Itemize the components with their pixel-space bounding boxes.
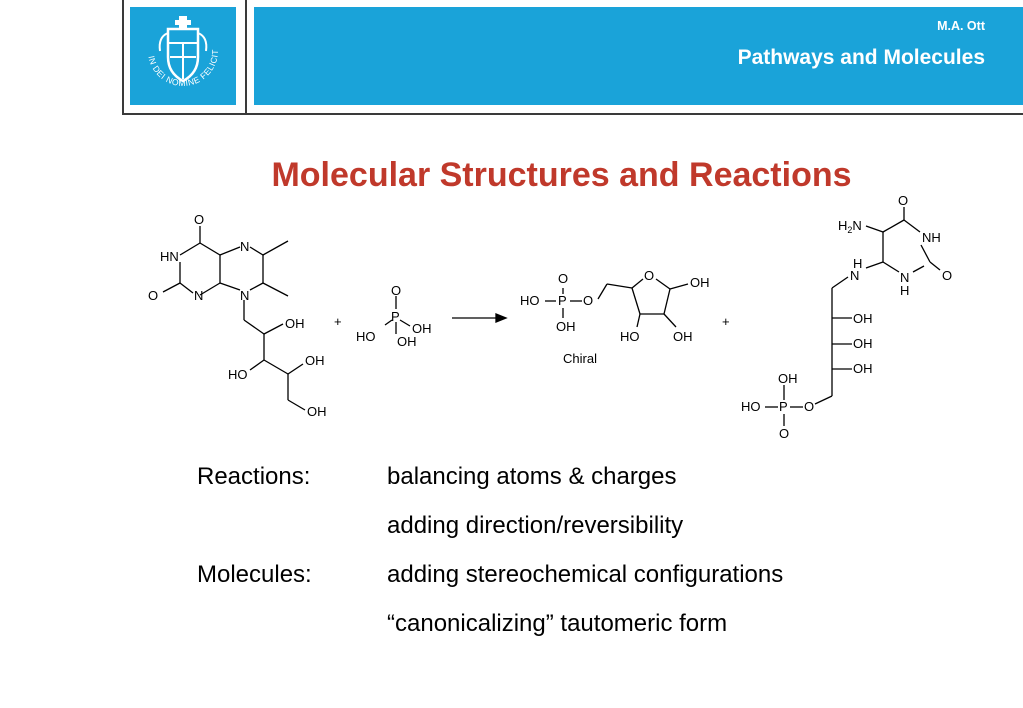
atom-label: O — [391, 283, 401, 298]
presentation-subtitle: Pathways and Molecules — [737, 46, 985, 69]
seal-icon: IN DEI NOMINE FELICITER — [127, 0, 220, 88]
atom-label: O — [804, 399, 814, 414]
amino-group-label: H2N — [838, 218, 862, 235]
note-description: adding stereochemical configurations — [387, 561, 784, 588]
atom-label: P — [558, 293, 567, 308]
atom-label: O — [779, 426, 789, 441]
atom-label: O — [194, 212, 204, 227]
atom-label: O — [898, 193, 908, 208]
atom-label: O — [942, 268, 952, 283]
phosphate-molecule: O P HO OH OH — [356, 283, 432, 349]
atom-label: OH — [556, 319, 576, 334]
atom-label: O — [558, 271, 568, 286]
atom-label: HO — [228, 367, 248, 382]
author-name: M.A. Ott — [937, 19, 985, 33]
atom-label: HN — [160, 249, 179, 264]
header-frame-mid — [245, 0, 247, 115]
header-frame-left — [122, 0, 124, 115]
atom-label: HO — [520, 293, 540, 308]
slide-title: Molecular Structures and Reactions — [271, 156, 852, 194]
slide-header: IN DEI NOMINE FELICITER M.A. Ott Pathway… — [0, 0, 1023, 118]
atom-label: N — [850, 268, 859, 283]
atom-label: OH — [853, 361, 873, 376]
atom-label: OH — [412, 321, 432, 336]
note-description: balancing atoms & charges — [387, 463, 677, 490]
atom-label: P — [779, 399, 788, 414]
atom-label: HO — [620, 329, 640, 344]
atom-label: OH — [397, 334, 417, 349]
atom-label: P — [391, 309, 400, 324]
reaction-diagram: O HN N O N N OH OH HO OH + O P HO OH OH … — [148, 193, 952, 441]
atom-label: HO — [356, 329, 376, 344]
atom-label: N — [240, 288, 249, 303]
atom-label: OH — [307, 404, 327, 419]
plus-sign-1: + — [334, 314, 342, 329]
atom-label: H — [900, 283, 909, 298]
note-description: adding direction/reversibility — [387, 512, 684, 539]
atom-label: OH — [305, 353, 325, 368]
atom-label: H — [853, 256, 862, 271]
atom-label: OH — [853, 311, 873, 326]
plus-sign-2: + — [722, 314, 730, 329]
note-description: “canonicalizing” tautomeric form — [387, 610, 728, 637]
atom-label: OH — [673, 329, 693, 344]
flavin-molecule: O HN N O N N OH OH HO OH — [148, 212, 327, 419]
atom-label: N — [240, 239, 249, 254]
atom-label: HO — [741, 399, 761, 414]
atom-label: OH — [285, 316, 305, 331]
atom-label: O — [148, 288, 158, 303]
atom-label: N — [900, 270, 909, 285]
atom-label: OH — [778, 371, 798, 386]
atom-label: O — [583, 293, 593, 308]
atom-label: O — [644, 268, 654, 283]
pyrimidine-ribityl-phosphate-molecule: O H2N NH H N N H O OH OH OH OH HO P O O — [741, 193, 952, 441]
university-logo: IN DEI NOMINE FELICITER — [127, 0, 236, 105]
chiral-label: Chiral — [563, 351, 597, 366]
atom-label: N — [194, 288, 203, 303]
atom-label: OH — [690, 275, 710, 290]
header-frame-bottom — [122, 113, 1023, 115]
ribose-phosphate-molecule: O HO P O OH O OH HO OH Chiral — [520, 268, 710, 366]
header-banner — [254, 7, 1023, 105]
note-term: Molecules: — [197, 561, 312, 588]
atom-label: OH — [853, 336, 873, 351]
atom-label: NH — [922, 230, 941, 245]
note-term: Reactions: — [197, 463, 311, 490]
